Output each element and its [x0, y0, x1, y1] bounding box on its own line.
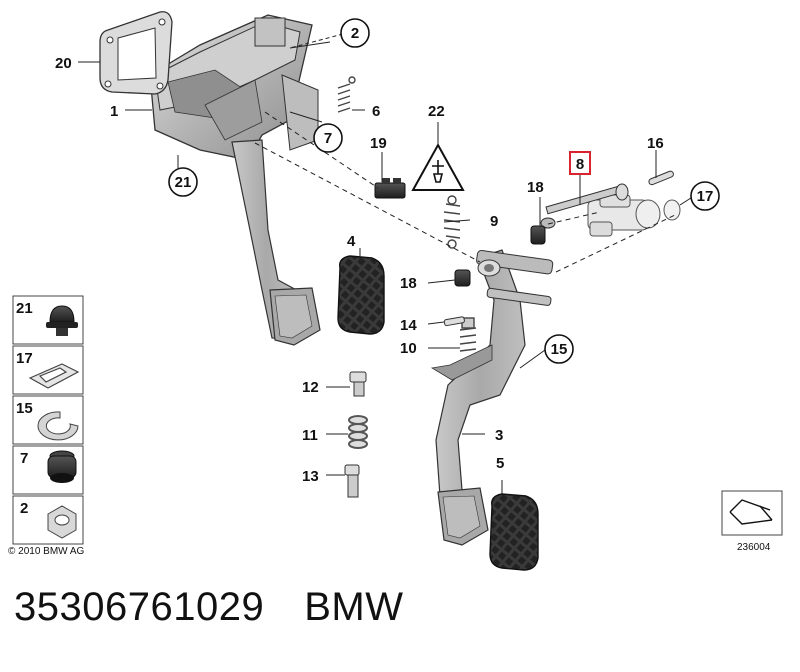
clutch-pedal	[430, 249, 554, 546]
callout-1: 1	[110, 103, 118, 120]
pedal-bracket	[149, 14, 319, 161]
rubber-bushing-icon	[47, 450, 77, 483]
svg-text:15: 15	[16, 400, 33, 417]
svg-text:17: 17	[16, 350, 33, 367]
warning-triangle-icon	[411, 142, 465, 191]
brand-name: BMW	[304, 585, 404, 629]
caption: 35306761029 BMW	[14, 585, 403, 630]
callout-5: 5	[496, 455, 504, 472]
callout-12: 12	[302, 379, 319, 396]
legend-item-17: 17	[12, 345, 84, 395]
callout-3: 3	[495, 427, 503, 444]
callout-22: 22	[428, 103, 445, 120]
callout-21: 21	[175, 174, 192, 191]
svg-text:7: 7	[20, 450, 28, 467]
legend-item-15: 15	[12, 395, 84, 445]
svg-text:21: 21	[16, 300, 33, 317]
circlip-icon	[37, 411, 79, 441]
brake-pedal	[231, 139, 321, 346]
pin-13	[344, 464, 360, 498]
callout-18-lower: 18	[400, 275, 417, 292]
callout-2: 2	[351, 25, 359, 42]
view-direction-icon	[729, 499, 773, 525]
legend-item-21: 21	[12, 295, 84, 345]
pedal-pad-clutch	[489, 493, 539, 571]
callout-16: 16	[647, 135, 664, 152]
callout-9: 9	[490, 213, 498, 230]
callout-7: 7	[324, 130, 332, 147]
bushing-lower	[454, 269, 471, 287]
bolt-14	[443, 316, 465, 327]
pedal-pad-brake	[337, 255, 385, 335]
diagram-id: 236004	[737, 542, 771, 553]
callout-6: 6	[372, 103, 380, 120]
bushing-upper	[530, 225, 546, 245]
hex-nut-icon	[47, 505, 77, 539]
push-rod	[540, 183, 629, 229]
callout-10: 10	[400, 340, 417, 357]
callout-15: 15	[551, 341, 568, 358]
master-cylinder	[587, 194, 681, 237]
grommet-icon	[46, 305, 78, 336]
callout-14: 14	[400, 317, 417, 334]
part-number: 35306761029	[14, 585, 265, 629]
legend: 21 17 15 7	[12, 295, 84, 545]
gasket	[99, 11, 173, 95]
svg-text:2: 2	[20, 500, 28, 517]
callout-11: 11	[302, 427, 318, 444]
highlighted-callout-8: 8	[569, 151, 591, 175]
callout-13: 13	[302, 468, 319, 485]
spring-6	[337, 76, 356, 113]
copyright-text: © 2010 BMW AG	[8, 546, 85, 557]
leader-lines	[78, 33, 695, 494]
diagram-reference: 236004	[721, 490, 783, 553]
switch-clip	[374, 178, 406, 199]
legend-item-2: 2	[12, 495, 84, 545]
callout-4: 4	[347, 233, 356, 250]
legend-item-7: 7	[12, 445, 84, 495]
callouts: 20 1 6 22 19 16 18 9 4 18 14 10 12 3 11 …	[55, 55, 664, 485]
clip-icon	[28, 363, 80, 389]
callout-17: 17	[697, 188, 714, 205]
callout-8: 8	[576, 156, 584, 173]
pin	[648, 170, 674, 186]
callout-19: 19	[370, 135, 387, 152]
circled-callouts: 2 7 21 17 15	[168, 18, 720, 364]
callout-20: 20	[55, 55, 72, 72]
bolt-12	[349, 371, 367, 397]
spring-11	[348, 415, 368, 449]
callout-18-upper: 18	[527, 179, 544, 196]
